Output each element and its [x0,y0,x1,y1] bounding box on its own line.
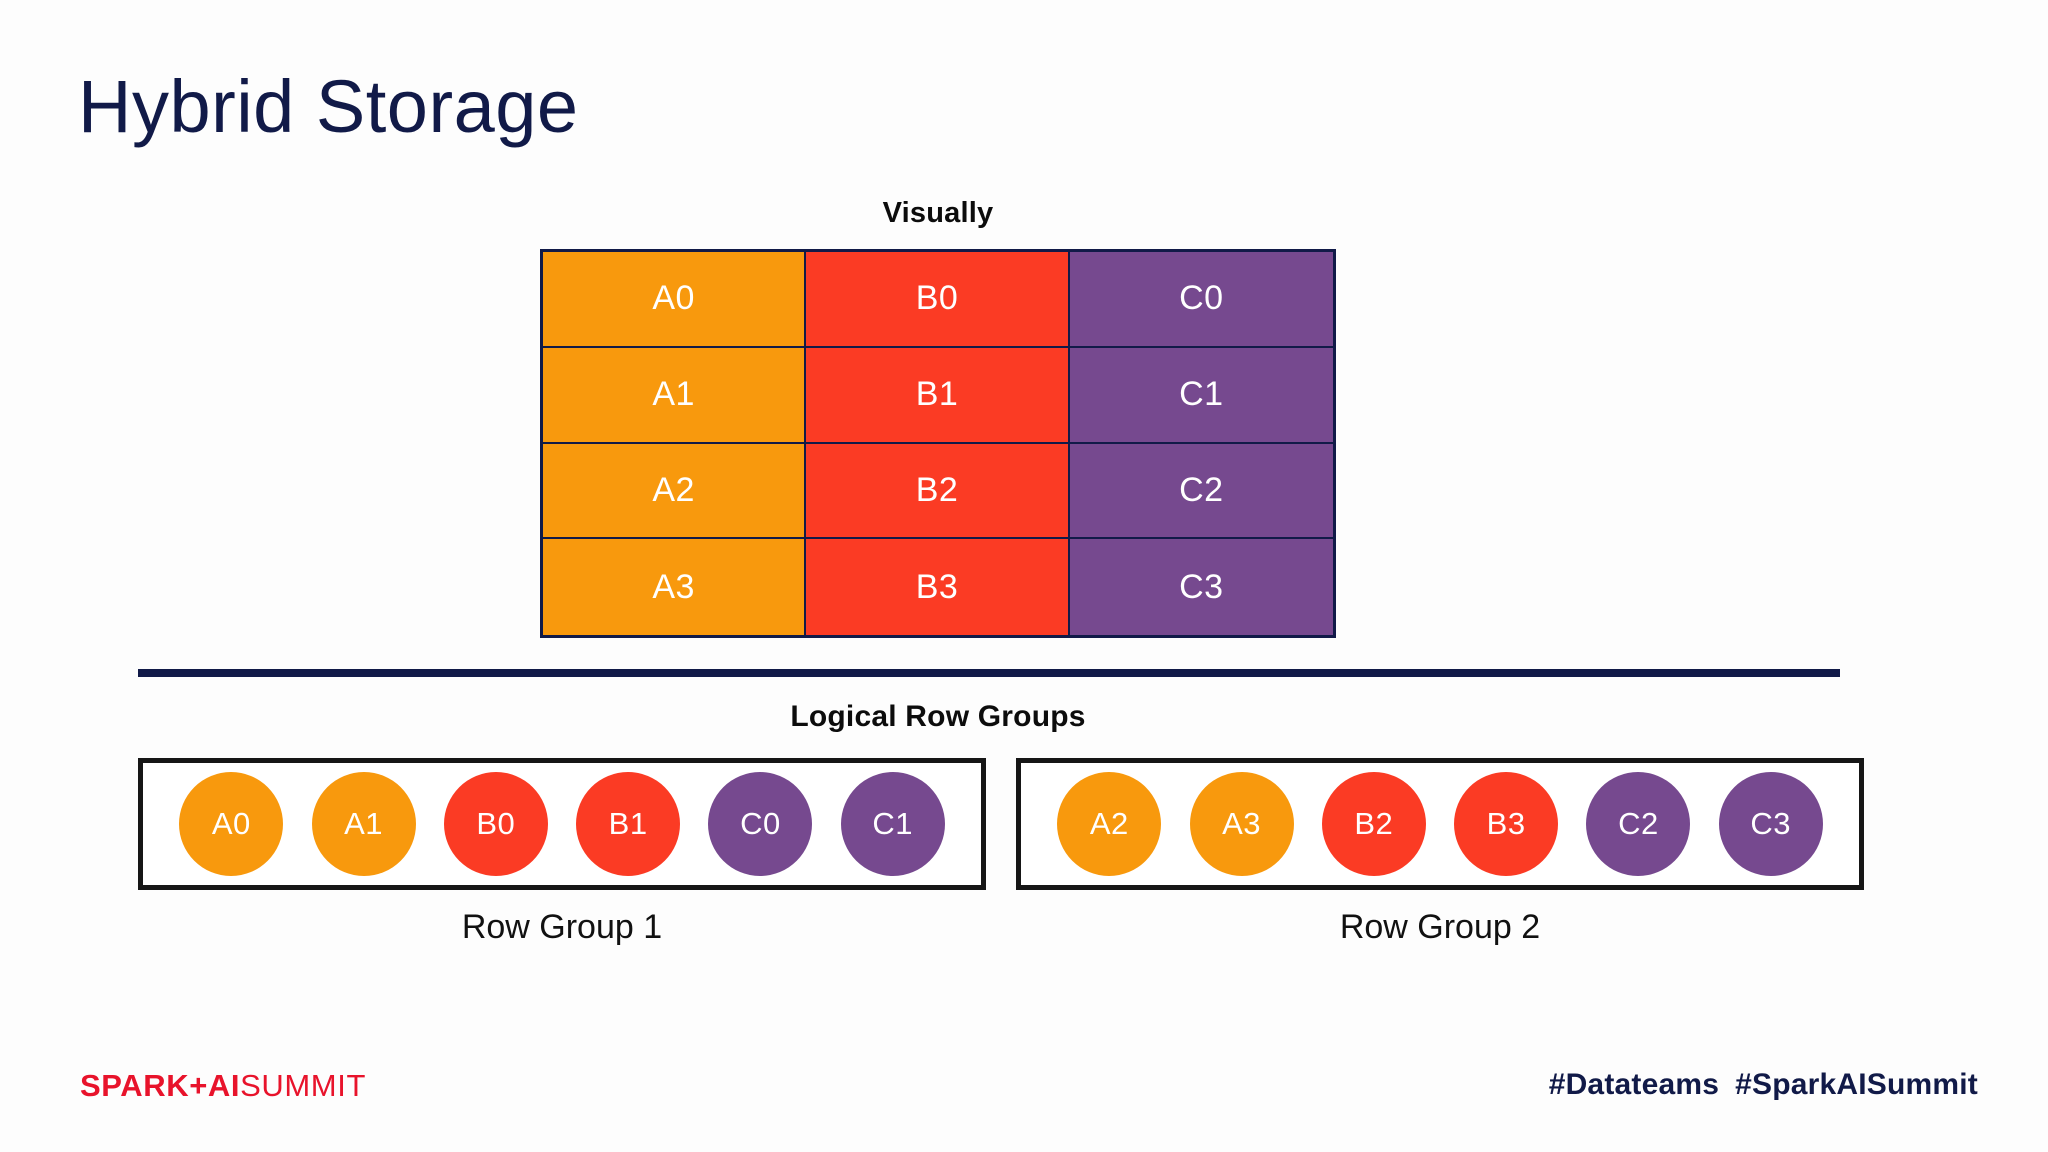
row-group-chip-c1: C1 [840,772,945,876]
row-group-chip-c2: C2 [1586,772,1691,876]
grid-cell-b2: B2 [806,443,1070,540]
row-group-chip-a1: A1 [311,772,416,876]
grid-cell-c2: C2 [1069,443,1333,540]
grid-cell-b3: B3 [806,539,1070,635]
grid-cell-c0: C0 [1069,252,1333,348]
spark-ai-summit-logo: SPARK+AISUMMIT [80,1068,366,1104]
grid-cell-a0: A0 [543,252,807,348]
grid-cell-a3: A3 [543,539,807,635]
row-group-chip-b2: B2 [1321,772,1426,876]
grid-cell-a1: A1 [543,347,807,444]
hashtag-1: #Datateams [1548,1068,1720,1101]
row-group-chip-b0: B0 [443,772,548,876]
row-group-chip-a2: A2 [1057,772,1162,876]
logical-row-groups-heading: Logical Row Groups [790,700,1086,733]
row-group-chip-c0: C0 [708,772,813,876]
grid-cell-c3: C3 [1069,539,1333,635]
grid-cell-a2: A2 [543,443,807,540]
row-group-chip-b1: B1 [576,772,681,876]
footer-hashtags: #Datateams #SparkAISummit [1549,1068,1978,1102]
row-group-1-box: A0 A1 B0 B1 C0 C1 [138,758,986,890]
section-divider [138,669,1840,677]
page-title: Hybrid Storage [78,65,579,148]
row-group-chip-a3: A3 [1189,772,1294,876]
row-group-chip-a0: A0 [179,772,284,876]
logo-light-text: SUMMIT [240,1068,366,1103]
grid-cell-b1: B1 [806,347,1070,444]
row-group-chip-b3: B3 [1454,772,1559,876]
hashtag-2: #SparkAISummit [1735,1068,1978,1101]
grid-cell-b0: B0 [806,252,1070,348]
visually-section-heading: Visually [882,197,994,229]
row-group-1-label: Row Group 1 [461,908,663,946]
row-group-chip-c3: C3 [1718,772,1823,876]
row-group-2-label: Row Group 2 [1339,908,1541,946]
logo-bold-text: SPARK+AI [80,1068,241,1103]
row-group-2-box: A2 A3 B2 B3 C2 C3 [1016,758,1864,890]
grid-cell-c1: C1 [1069,347,1333,444]
